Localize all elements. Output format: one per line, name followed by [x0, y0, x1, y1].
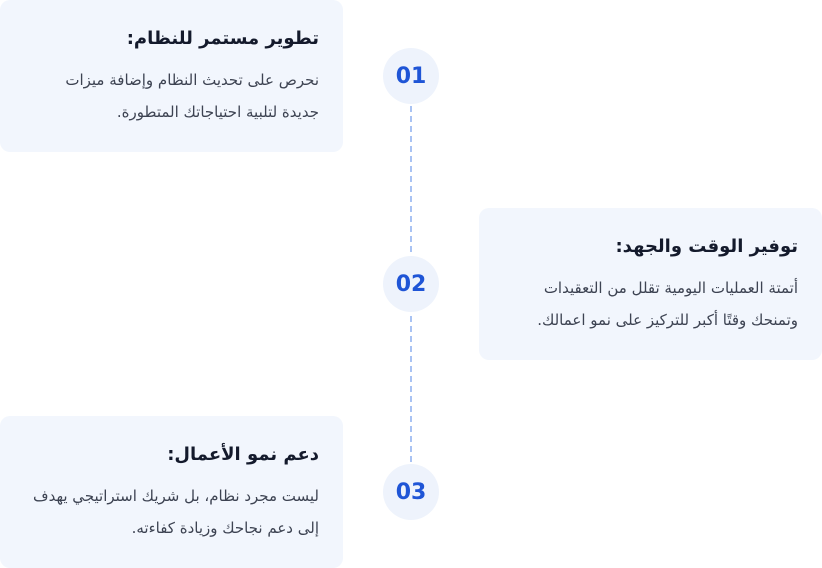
feature-title: تطوير مستمر للنظام:: [126, 28, 319, 49]
step-number-badge: 01: [383, 48, 439, 104]
feature-description: أتمتة العمليات اليومية تقلل من التعقيدات…: [537, 279, 798, 329]
feature-card-continuous-development: تطوير مستمر للنظام: نحرص على تحديث النظا…: [0, 0, 343, 152]
step-number-badge: 03: [383, 464, 439, 520]
feature-card-save-time: توفير الوقت والجهد: أتمتة العمليات اليوم…: [479, 208, 822, 360]
feature-title: دعم نمو الأعمال:: [167, 444, 319, 465]
feature-card-business-growth: دعم نمو الأعمال: ليست مجرد نظام، بل شريك…: [0, 416, 343, 568]
step-number-badge: 02: [383, 256, 439, 312]
feature-description: نحرص على تحديث النظام وإضافة ميزات جديدة…: [65, 71, 319, 121]
feature-description: ليست مجرد نظام، بل شريك استراتيجي يهدف إ…: [33, 487, 319, 537]
feature-title: توفير الوقت والجهد:: [615, 236, 798, 257]
